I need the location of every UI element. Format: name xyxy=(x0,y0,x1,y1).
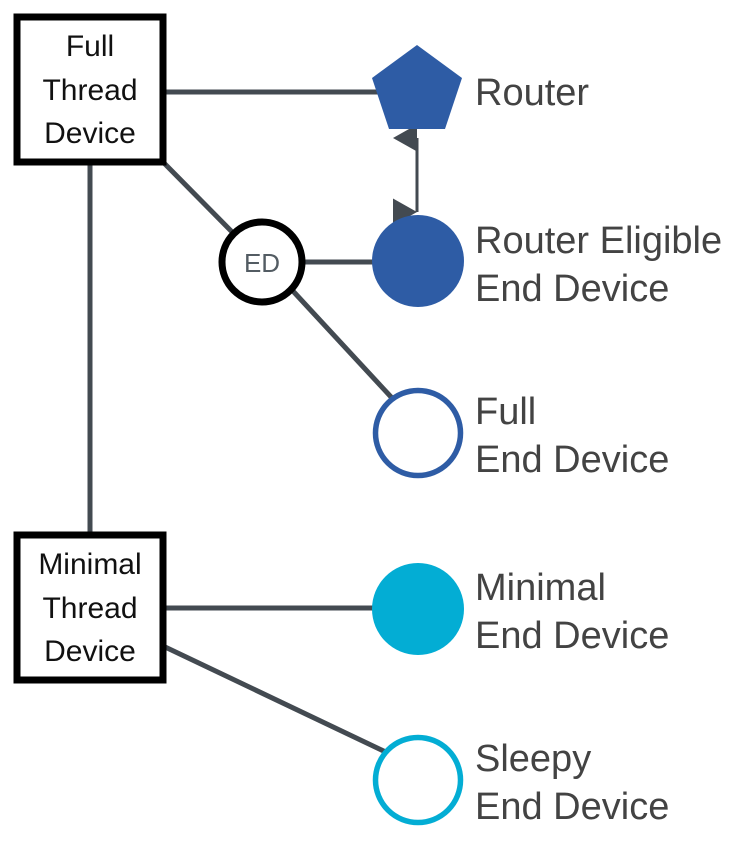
node-minimal-thread-device[interactable]: Minimal Thread Device xyxy=(13,531,167,684)
full-thread-device-label-line3: Device xyxy=(44,117,136,150)
end-device-circle[interactable] xyxy=(218,218,306,306)
connector-ed-to-fed xyxy=(290,288,394,400)
node-full-thread-device[interactable]: Full Thread Device xyxy=(13,13,167,166)
legend-label-line2: End Device xyxy=(475,268,669,310)
legend-shape-router[interactable] xyxy=(372,45,462,129)
minimal-thread-device-box[interactable] xyxy=(13,531,167,684)
legend-shape-full-end-device[interactable] xyxy=(372,387,464,479)
filled-circle-icon[interactable] xyxy=(372,215,464,307)
legend-shape-sleepy-end-device[interactable] xyxy=(372,734,464,826)
legend-label-line1: Full xyxy=(475,391,536,433)
full-thread-device-label-line1: Full xyxy=(66,30,114,63)
legend-label-line1: Router Eligible xyxy=(475,220,722,262)
legend-label-minimal-end-device: Minimal End Device xyxy=(475,567,669,657)
legend-label-line2: End Device xyxy=(475,786,669,828)
legend-shape-minimal-end-device[interactable] xyxy=(372,563,464,655)
filled-circle-icon[interactable] xyxy=(372,563,464,655)
legend-label-line1: Minimal xyxy=(475,567,606,609)
minimal-thread-device-label-line3: Device xyxy=(44,635,136,668)
minimal-thread-device-label-line2: Thread xyxy=(42,592,137,625)
connector-ftd-to-ed xyxy=(161,160,242,242)
pentagon-icon[interactable] xyxy=(372,45,462,129)
node-end-device[interactable]: ED xyxy=(218,218,306,306)
minimal-thread-device-label-line1: Minimal xyxy=(38,548,141,581)
legend-shape-router-eligible-end-device[interactable] xyxy=(372,215,464,307)
legend-label-sleepy-end-device: Sleepy End Device xyxy=(475,738,669,828)
ring-circle-icon[interactable] xyxy=(372,387,464,479)
legend-label-router-eligible-end-device: Router Eligible End Device xyxy=(475,220,722,310)
end-device-label: ED xyxy=(244,248,280,278)
legend-label-line1: Router xyxy=(475,72,589,114)
legend-label-line1: Sleepy xyxy=(475,738,591,780)
connector-layer xyxy=(87,89,419,758)
legend-label-full-end-device: Full End Device xyxy=(475,391,669,481)
legend-label-line2: End Device xyxy=(475,615,669,657)
full-thread-device-box[interactable] xyxy=(13,13,167,166)
ring-circle-icon[interactable] xyxy=(372,734,464,826)
connector-mtd-to-sed xyxy=(161,643,394,758)
full-thread-device-label-line2: Thread xyxy=(42,74,137,107)
legend-label-line2: End Device xyxy=(475,439,669,481)
legend-label-router: Router xyxy=(475,72,589,114)
